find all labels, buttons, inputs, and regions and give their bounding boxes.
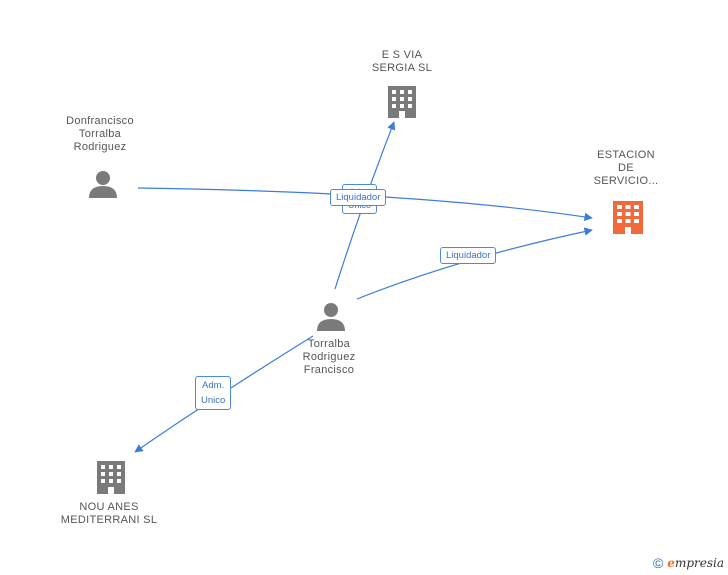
node-label-estacion[interactable]: ESTACION DE SERVICIO...: [593, 149, 659, 187]
edge-label-adm-unico[interactable]: Adm. Unico: [195, 376, 232, 410]
copyright-icon: ©: [652, 555, 664, 571]
edge-donfrancisco-estacion[interactable]: [137, 187, 593, 222]
edge-label-liquidador[interactable]: Liquidador: [330, 189, 387, 206]
footer-credit: © empresia: [653, 555, 724, 571]
edge-label-liquidador[interactable]: Liquidador: [440, 247, 497, 264]
node-label-torralba[interactable]: Torralba Rodriguez Francisco: [302, 338, 356, 376]
node-label-es-via[interactable]: E S VIA SERGIA SL: [371, 49, 433, 74]
empresia-logo[interactable]: empresia: [667, 556, 724, 570]
edge-torralba-estacion[interactable]: [356, 227, 593, 300]
building-icon[interactable]: [388, 86, 416, 118]
person-icon[interactable]: [317, 303, 345, 331]
building-icon-highlight[interactable]: [613, 201, 643, 234]
building-icon[interactable]: [97, 461, 125, 494]
node-label-donfrancisco[interactable]: Donfrancisco Torralba Rodriguez: [66, 115, 134, 153]
node-label-nou-anes[interactable]: NOU ANES MEDITERRANI SL: [60, 501, 158, 526]
person-icon[interactable]: [89, 171, 117, 198]
